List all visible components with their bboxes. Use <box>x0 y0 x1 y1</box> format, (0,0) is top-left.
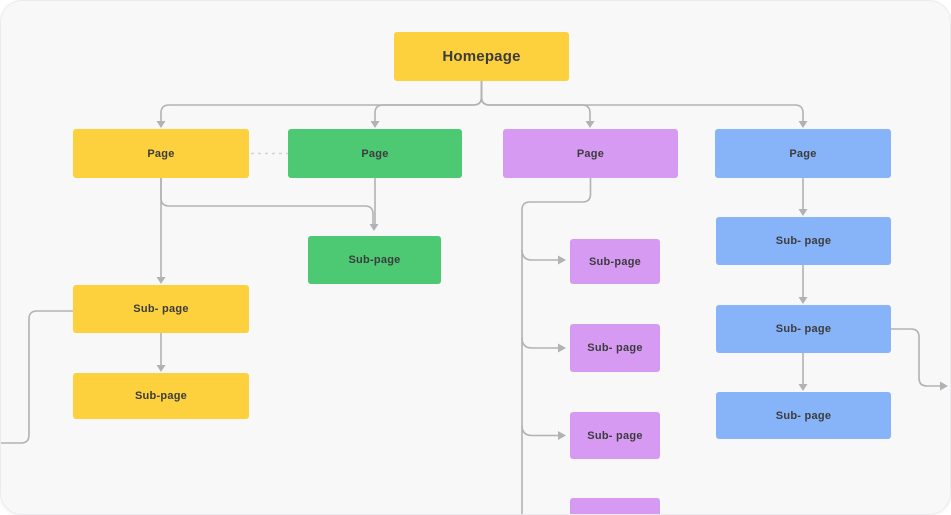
node-label: Sub- page <box>133 303 189 315</box>
arrowhead-down-icon <box>798 209 808 216</box>
node-sub-page-green[interactable]: Sub-page <box>308 236 441 284</box>
node-label: Sub- page <box>775 409 832 422</box>
connector-sub-yellow-to-offscreen-left <box>1 310 73 444</box>
connector-trunk-to-sub-purple-2 <box>521 337 558 349</box>
arrowhead-down-icon <box>798 121 808 128</box>
node-label: Sub- page <box>587 342 643 354</box>
node-page-green[interactable]: Page <box>288 129 462 178</box>
node-label: Page <box>147 147 175 160</box>
connector-trunk-to-sub-purple-1 <box>521 249 558 261</box>
node-page-yellow[interactable]: Page <box>73 129 249 178</box>
connector-page-yellow-to-sub-green <box>160 178 374 224</box>
arrowhead-down-icon <box>369 224 379 231</box>
node-label: Page <box>361 147 389 160</box>
node-label: Sub- page <box>775 323 832 335</box>
arrowhead-right-icon <box>558 343 566 353</box>
node-sub-page-blue-3[interactable]: Sub- page <box>716 392 891 439</box>
connector-trunk-to-sub-purple-3 <box>521 425 558 437</box>
arrowhead-down-icon <box>156 277 166 284</box>
node-sub-page-purple-1[interactable]: Sub-page <box>570 239 660 284</box>
connector-homepage-to-page-green <box>374 81 483 121</box>
arrowhead-down-icon <box>798 384 808 391</box>
connector-homepage-to-page-yellow <box>160 81 483 121</box>
arrowhead-down-icon <box>156 121 166 128</box>
arrowhead-down-icon <box>585 121 595 128</box>
connector-sub-blue-2-to-offscreen-right <box>891 328 940 387</box>
arrowhead-right-icon <box>558 255 566 265</box>
node-label: Sub- page <box>587 429 643 442</box>
node-label: Sub-page <box>134 390 188 402</box>
node-sub-page-purple-4-clipped[interactable] <box>570 498 660 514</box>
arrowhead-down-icon <box>156 365 166 372</box>
connector-homepage-to-page-blue <box>480 81 804 121</box>
arrowhead-down-icon <box>798 297 808 304</box>
node-sub-page-blue-2[interactable]: Sub- page <box>716 305 891 353</box>
node-sub-page-yellow-2[interactable]: Sub-page <box>73 373 249 419</box>
node-page-purple[interactable]: Page <box>503 129 678 178</box>
connector-homepage-to-page-purple <box>480 81 591 121</box>
arrowhead-right-icon <box>940 381 948 391</box>
arrowhead-down-icon <box>370 121 380 128</box>
node-homepage[interactable]: Homepage <box>394 32 569 81</box>
node-page-blue[interactable]: Page <box>715 129 891 178</box>
node-label: Sub-page <box>348 254 401 266</box>
node-label: Sub- page <box>775 235 832 247</box>
node-sub-page-yellow-1[interactable]: Sub- page <box>73 285 249 333</box>
node-label: Sub-page <box>588 255 642 268</box>
node-label: Page <box>789 147 817 160</box>
arrowhead-right-icon <box>558 431 566 440</box>
node-sub-page-blue-1[interactable]: Sub- page <box>716 217 891 265</box>
node-sub-page-purple-3[interactable]: Sub- page <box>570 412 660 459</box>
node-label: Page <box>576 147 605 160</box>
node-sub-page-purple-2[interactable]: Sub- page <box>570 324 660 372</box>
node-label: Homepage <box>442 48 521 65</box>
